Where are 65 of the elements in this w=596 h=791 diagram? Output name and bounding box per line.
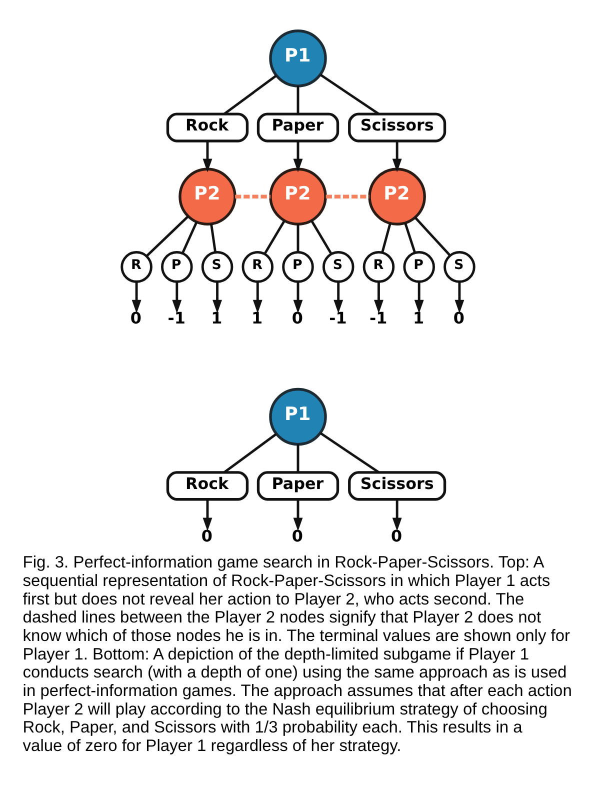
connector	[310, 220, 332, 254]
connector	[210, 223, 217, 252]
node-text: 1	[252, 308, 263, 328]
node-circle: P1	[269, 29, 327, 87]
node-text: 0	[390, 526, 402, 545]
connector	[320, 432, 380, 473]
arrow	[202, 140, 212, 172]
connector	[414, 216, 451, 256]
node-circle: P2	[269, 167, 327, 225]
connector	[381, 222, 392, 252]
node-circle: R	[242, 250, 274, 282]
connector	[296, 224, 300, 252]
connector	[320, 73, 380, 114]
connector	[235, 194, 270, 198]
node-text: -1	[329, 308, 347, 328]
caption: Fig. 3. Perfect-information game search in Rock-Paper-Scissors. Top: A sequential representation of Rock-Paper-Scissors in which Player 1 acts first but does not reveal her action to Player 2, who acts second. The dashed lines between the Player 2 nodes signify that Player 2 does not know which of those nodes he is in. The terminal values are shown only for Player 1. Bottom: A depiction of the depth-limited subgame if Player 1 conducts search (with a depth of one) using the same approach as is used in perfect-information games. The approach assumes that after each action Player 2 will play according to the Nash equilibrium strategy of choosing Rock, Paper, and Scissors with 1/3 probability each. This results in a value of zero for Player 1 regardless of her strategy.	[22, 553, 572, 755]
node-box: Paper	[256, 112, 340, 142]
connector	[404, 222, 416, 253]
node-text: 0	[453, 308, 464, 328]
arrow	[293, 499, 303, 531]
arrow	[334, 281, 344, 313]
node-box: Rock	[166, 470, 249, 500]
node-box: Rock	[166, 112, 249, 142]
arrow	[293, 281, 303, 313]
connector	[326, 194, 370, 198]
arrow	[252, 281, 262, 313]
node-circle: R	[362, 250, 395, 282]
arrow	[202, 499, 212, 531]
node-box: Scissors	[348, 470, 446, 500]
arrow	[454, 281, 464, 313]
connector	[181, 220, 198, 254]
node-text: -1	[168, 308, 186, 328]
connector	[264, 220, 286, 254]
node-text: 1	[412, 308, 424, 328]
arrow	[212, 281, 222, 313]
node-circle: S	[322, 250, 354, 282]
connector	[296, 444, 300, 472]
node-circle: S	[444, 250, 476, 282]
connector	[224, 432, 277, 473]
connector	[224, 74, 277, 114]
arrow	[392, 499, 402, 531]
node-circle: S	[201, 250, 234, 282]
arrow	[172, 281, 182, 313]
node-text: 1	[211, 308, 222, 328]
arrow	[374, 281, 384, 313]
arrow	[392, 140, 402, 172]
node-circle: P2	[178, 167, 236, 225]
node-circle: R	[120, 250, 152, 282]
node-circle: P	[161, 250, 193, 282]
node-text: 0	[292, 526, 303, 545]
connector	[146, 215, 189, 257]
node-circle: P	[282, 250, 314, 282]
node-circle: P1	[269, 387, 327, 446]
node-box: Scissors	[348, 112, 446, 142]
node-text: 0	[201, 526, 212, 545]
node-text: 0	[130, 308, 142, 328]
node-text: 0	[292, 308, 303, 328]
node-text: -1	[370, 308, 388, 328]
arrow	[414, 281, 424, 313]
arrow	[293, 140, 303, 172]
connector	[296, 85, 300, 114]
node-circle: P	[403, 250, 435, 282]
arrow	[132, 281, 142, 313]
node-circle: P2	[368, 167, 426, 225]
node-box: Paper	[256, 470, 340, 500]
